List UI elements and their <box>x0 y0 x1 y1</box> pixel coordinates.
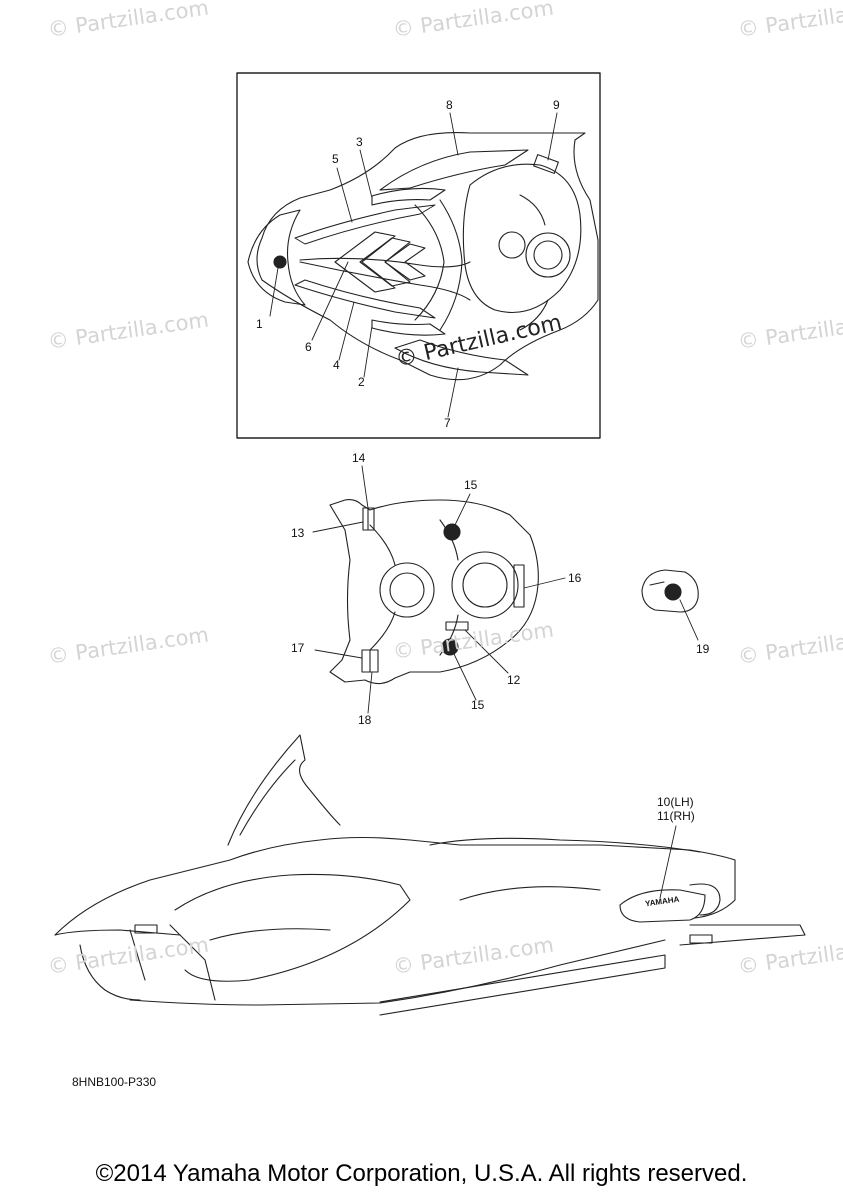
callout-19: 19 <box>696 642 710 656</box>
callout-11-rh: 11(RH) <box>657 809 695 823</box>
copyright-notice: ©2014 Yamaha Motor Corporation, U.S.A. A… <box>95 1160 748 1187</box>
callout-8: 8 <box>446 98 453 112</box>
top-leaders <box>269 112 558 418</box>
callout-15-lower: 15 <box>471 698 485 712</box>
inset-frame <box>236 72 601 439</box>
callout-13: 13 <box>291 526 305 540</box>
callout-9: 9 <box>553 98 560 112</box>
callout-4: 4 <box>333 358 340 372</box>
callout-17: 17 <box>291 641 305 655</box>
callout-7: 7 <box>444 416 451 430</box>
callout-10-lh: 10(LH) <box>657 795 694 809</box>
callout-6: 6 <box>305 340 312 354</box>
hood-top-view <box>247 132 599 381</box>
console-top-view <box>329 499 539 685</box>
callout-1: 1 <box>256 317 263 331</box>
callout-3: 3 <box>356 135 363 149</box>
diagram-code: 8HNB100-P330 <box>72 1075 157 1089</box>
callout-18: 18 <box>358 713 372 727</box>
middle-leaders <box>312 465 699 714</box>
snowmobile-side-view <box>54 734 806 1016</box>
callout-16: 16 <box>568 571 582 585</box>
callout-12: 12 <box>507 673 521 687</box>
pod-part <box>641 569 699 613</box>
callout-5: 5 <box>332 152 339 166</box>
callout-2: 2 <box>358 375 365 389</box>
callout-15-upper: 15 <box>464 478 478 492</box>
callout-14: 14 <box>352 451 366 465</box>
